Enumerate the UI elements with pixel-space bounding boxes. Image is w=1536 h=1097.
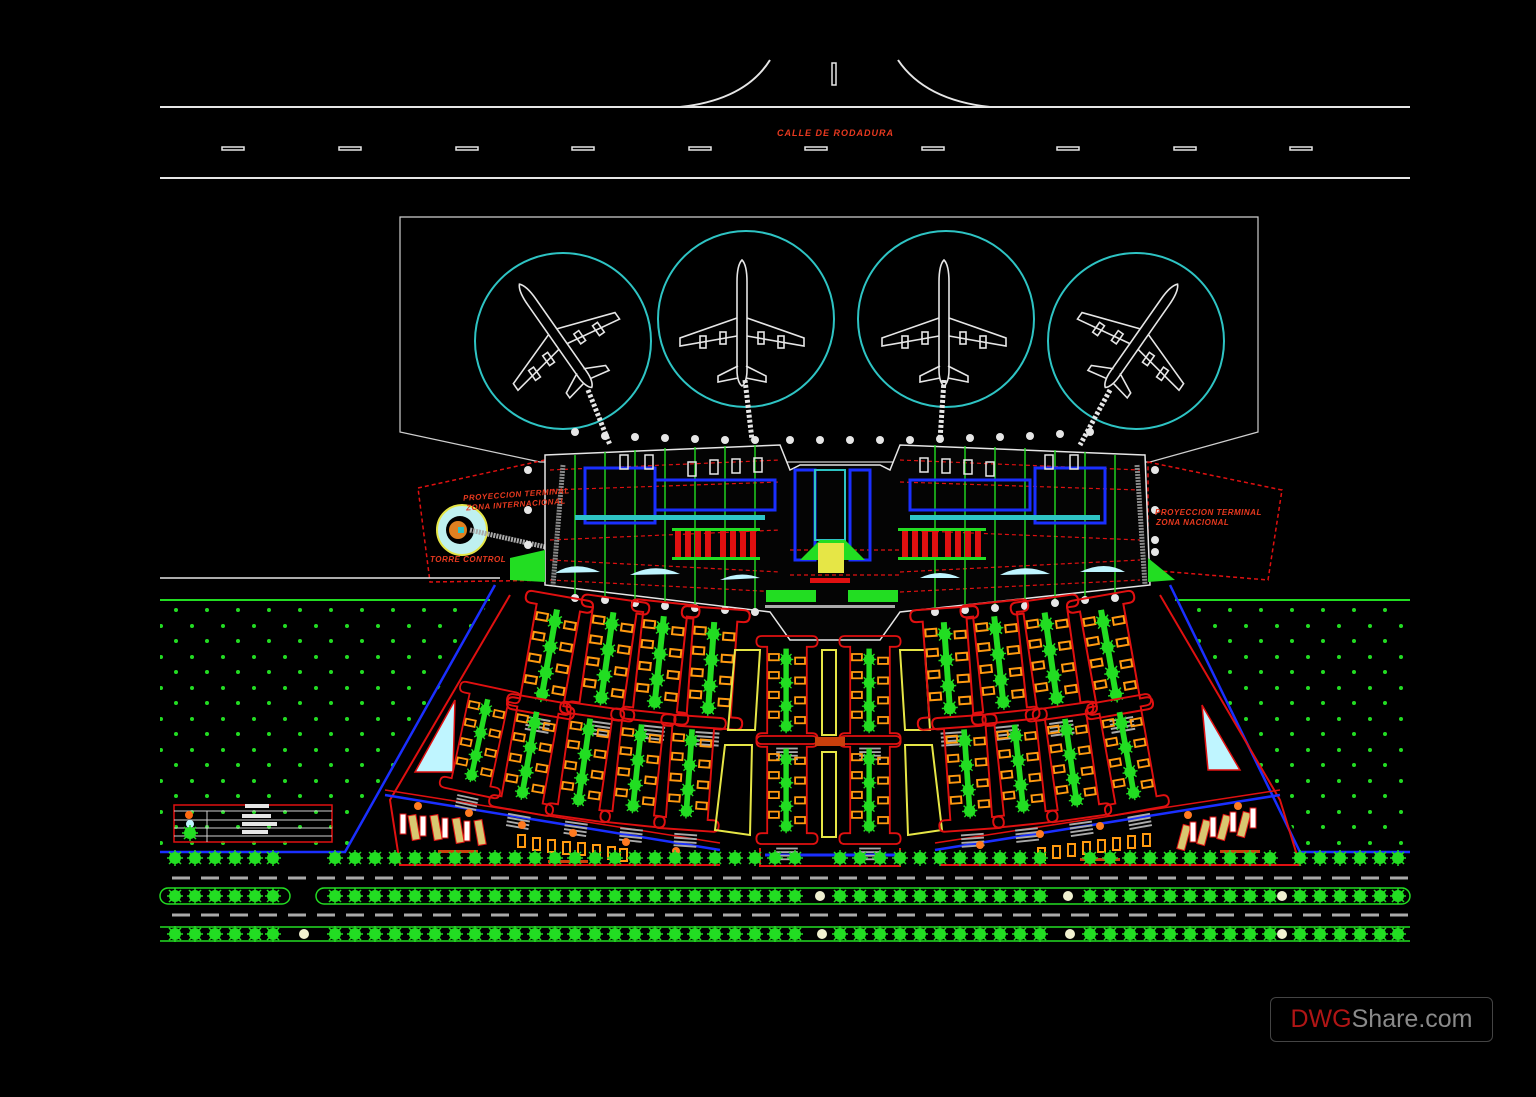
triangle-planter-east (1201, 704, 1242, 771)
international-zone-outline (417, 459, 561, 583)
taxiway (160, 59, 1410, 179)
aircraft-stand-2[interactable] (657, 230, 835, 441)
triangle-planter-west (413, 699, 456, 773)
landscape-east (1175, 599, 1410, 852)
control-tower-label: TORRE CONTROL (430, 555, 507, 564)
national-zone-label-1: PROYECCION TERMINAL (1155, 508, 1262, 517)
access-roads (159, 850, 1411, 942)
landscape-west (160, 577, 500, 852)
central-concourse (765, 469, 898, 608)
taxiway-label: CALLE DE RODADURA (777, 128, 894, 138)
parking-central[interactable] (713, 636, 944, 860)
watermark-brand-dwg: DWG (1290, 1005, 1352, 1033)
aircraft-stand-1[interactable] (467, 247, 652, 446)
parking-east[interactable] (910, 590, 1173, 849)
control-tower[interactable] (436, 504, 551, 556)
bus-bays-west[interactable] (399, 802, 680, 863)
watermark-brand-share: Share.com (1351, 1005, 1473, 1033)
bus-bays-east[interactable] (976, 802, 1260, 861)
aircraft-stand-4[interactable] (1047, 247, 1230, 447)
legend-table (173, 804, 333, 843)
aircraft-stand-3[interactable] (857, 230, 1035, 441)
national-zone-label-2: ZONA NACIONAL (1156, 518, 1230, 527)
terminal-building[interactable] (510, 428, 1175, 641)
parking-boundary (160, 584, 1410, 867)
national-zone-outline (1147, 461, 1283, 581)
